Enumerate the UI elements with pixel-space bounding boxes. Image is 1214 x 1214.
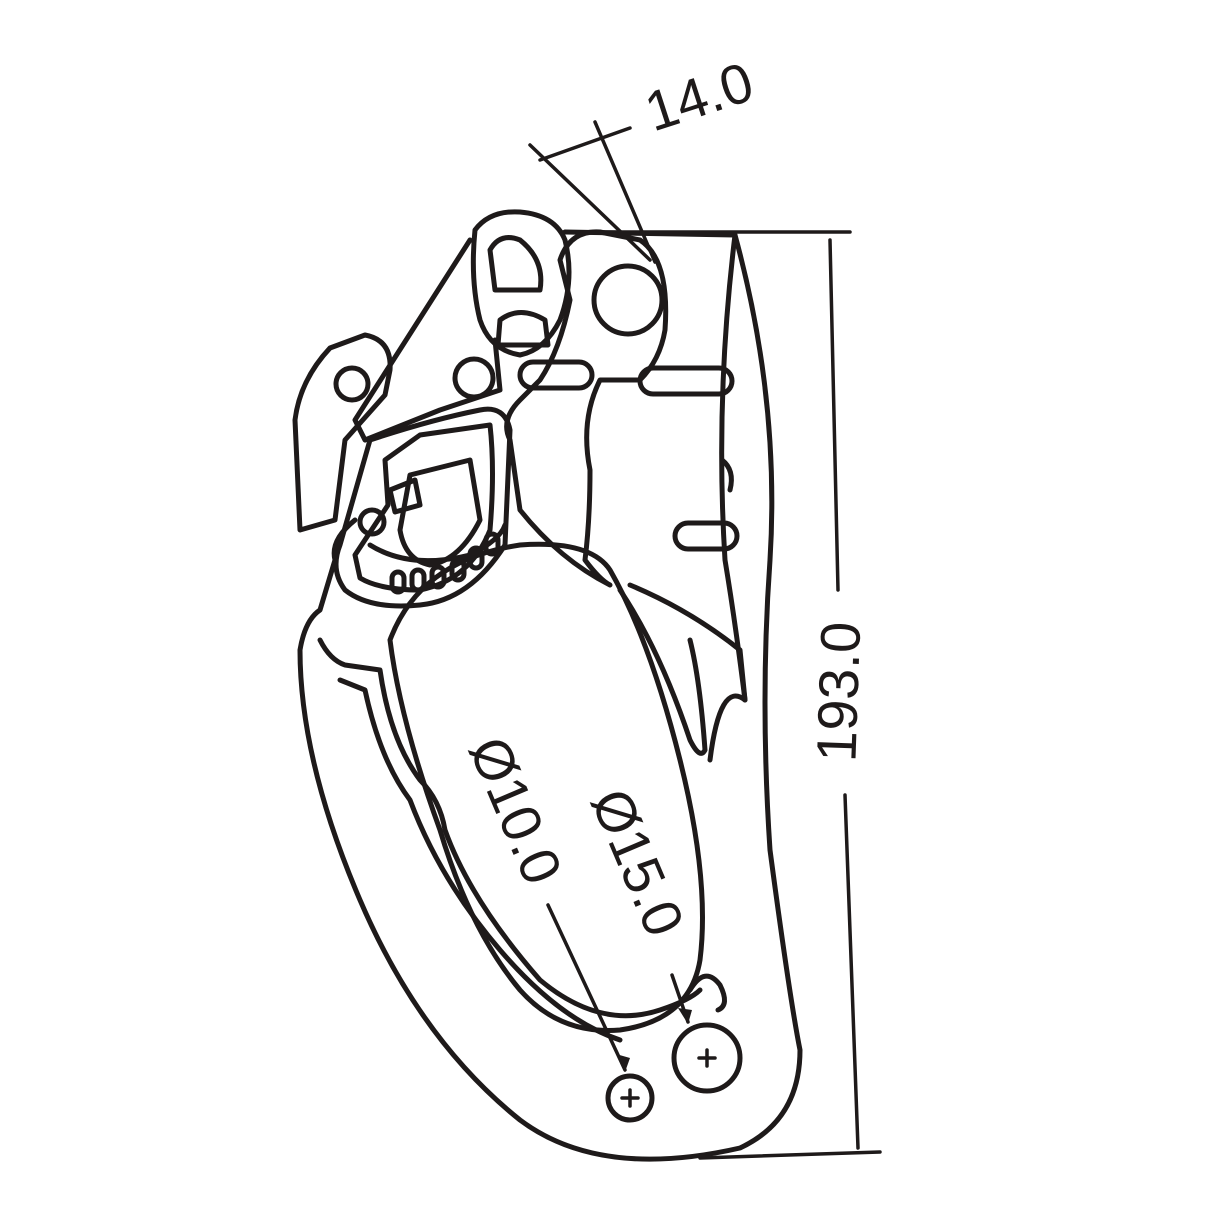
small-hole-arrow [616,1054,630,1072]
device-body [297,229,803,1162]
lever-slot-1 [517,359,595,391]
screw-boss [687,973,727,1013]
small-hole-leader [546,903,627,1072]
lever-hole [591,263,665,337]
left-inner-contour [317,637,703,1019]
width-dimension-label: 14.0 [637,50,760,144]
small-hole-label: Ø10.0 [457,728,575,893]
cam-latch [387,477,423,515]
right-rail [719,232,748,703]
cam-window [333,406,513,609]
lever-slot-2 [637,365,735,397]
height-dimension: 193.0 [558,230,882,1160]
cam-window-outline [333,406,513,609]
height-dimension-label: 193.0 [804,621,872,763]
left-tab [292,332,393,533]
rope-channel-oval [387,541,705,1033]
triangle-link [352,237,503,443]
screw-large-icon [671,1022,743,1094]
lever-slot-3 [672,520,740,552]
cap-head [470,209,572,358]
right-wing [627,582,748,763]
width-extension-line-right [593,120,657,264]
screw-small-icon [605,1073,655,1123]
cam-core [397,457,483,568]
width-extension-line-left [528,143,652,262]
cap-slot-upper [487,235,544,293]
lever-notch [719,457,734,493]
right-slot [617,587,708,756]
width-dimension-line [538,126,632,162]
lever-plate [504,229,669,588]
rope-channel [387,541,748,1033]
left-tab-outline [292,332,393,533]
body-outline [297,229,803,1162]
height-dimension-line-lower [843,793,860,1150]
left-tab-hole [333,365,371,403]
large-hole-arrow [678,1008,692,1024]
cam-teeth [389,531,501,595]
large-hole-label: Ø15.0 [579,780,697,945]
pivot-hole [452,356,496,400]
height-extension-bottom [698,1150,882,1160]
cap-slot-lower [495,310,551,348]
left-groove [337,677,623,1043]
cam-assembly [352,209,740,588]
height-dimension-line-upper [828,238,840,592]
cam-pin [357,507,387,537]
